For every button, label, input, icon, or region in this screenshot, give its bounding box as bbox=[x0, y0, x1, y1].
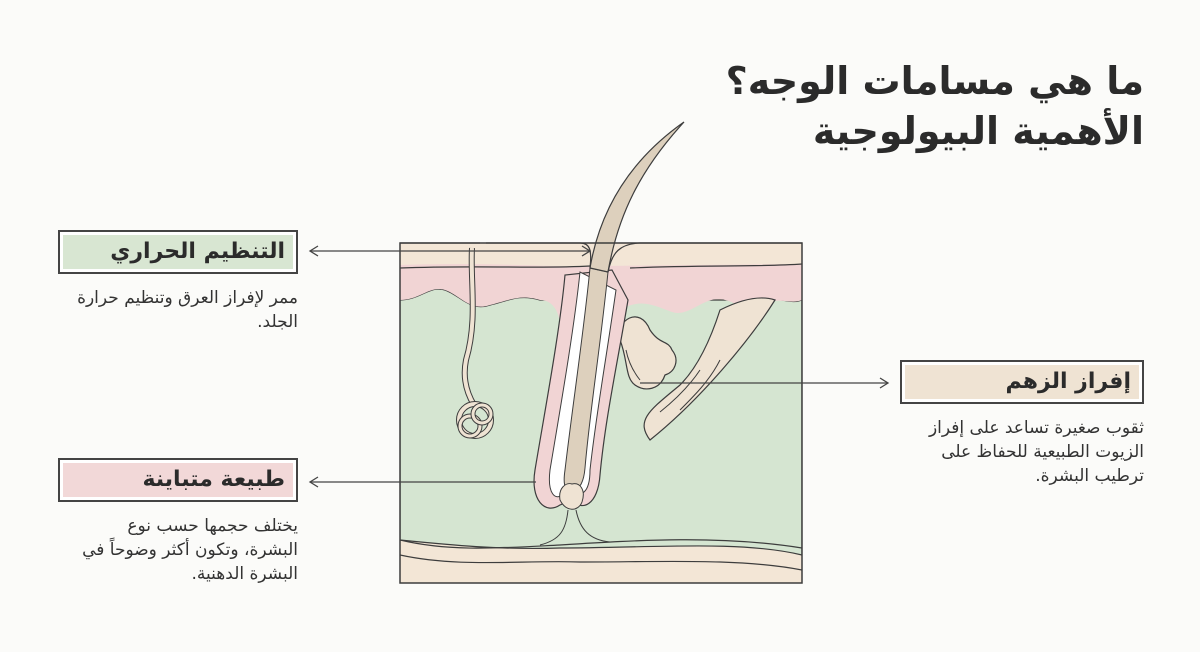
callout-description-thermoregulation: ممر لإفراز العرق وتنظيم حرارة الجلد. bbox=[77, 288, 298, 332]
title-line-1: ما هي مسامات الوجه؟ bbox=[725, 59, 1144, 103]
page-title: ما هي مسامات الوجه؟ الأهمية البيولوجية bbox=[584, 56, 1144, 156]
callout-heading-sebum-secretion: إفراز الزهم bbox=[905, 365, 1139, 399]
callout-thermoregulation: التنظيم الحراري bbox=[58, 230, 298, 274]
skin-layers bbox=[400, 243, 802, 583]
title-line-2: الأهمية البيولوجية bbox=[812, 109, 1144, 153]
callout-heading-thermoregulation: التنظيم الحراري bbox=[63, 235, 293, 269]
connector-lines bbox=[308, 245, 890, 488]
hair-shaft bbox=[589, 121, 685, 273]
callout-heading-varied-nature: طبيعة متباينة bbox=[63, 463, 293, 497]
callout-varied-nature: طبيعة متباينة bbox=[58, 458, 298, 502]
diagram-frame bbox=[399, 242, 803, 584]
callout-description-varied-nature: يختلف حجمها حسب نوع البشرة، وتكون أكثر و… bbox=[82, 516, 298, 584]
sweat-gland-coil bbox=[456, 401, 494, 439]
callout-description-sebum-secretion: ثقوب صغيرة تساعد على إفراز الزيوت الطبيع… bbox=[928, 418, 1144, 486]
callout-sebum-secretion: إفراز الزهم bbox=[900, 360, 1144, 404]
